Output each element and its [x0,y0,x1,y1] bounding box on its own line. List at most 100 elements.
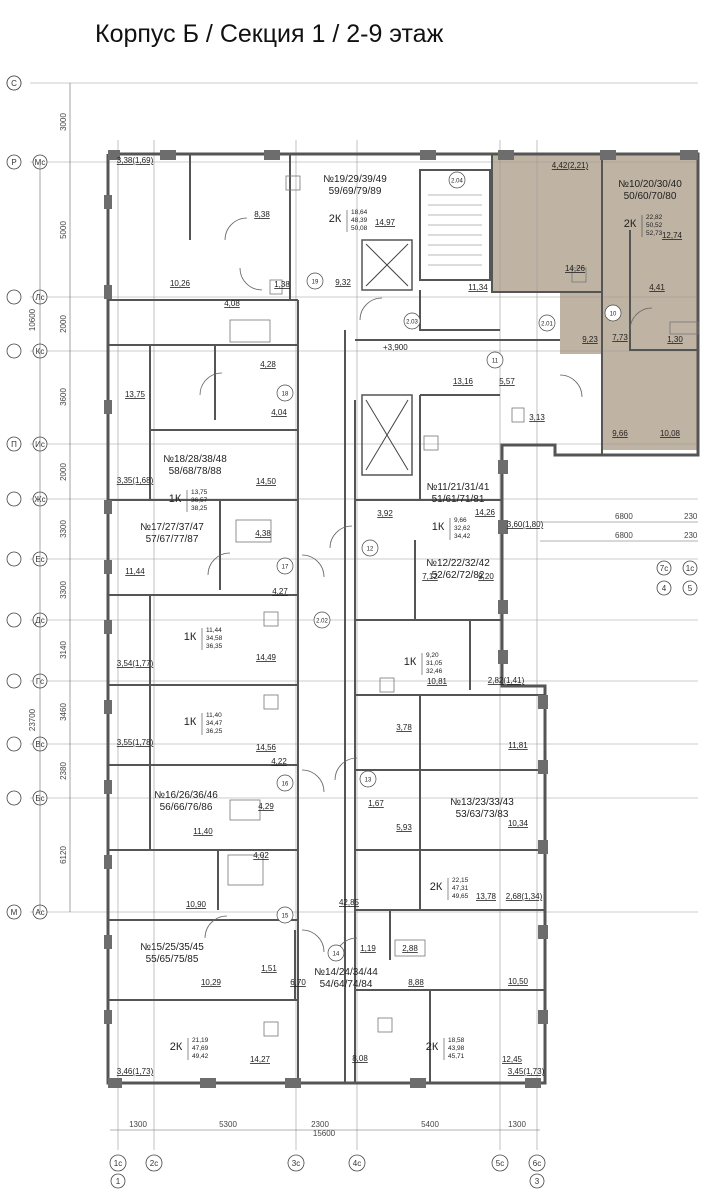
apartment-total-area: 47,69 [192,1045,209,1052]
apartment-number: №16/26/36/46 [154,790,218,801]
wall-block [410,1078,426,1088]
elevator-shafts [365,243,409,471]
apartment-number-line2: 55/65/75/85 [146,954,199,965]
dimension-value: 2000 [59,463,68,481]
room-area: 3,60(1,80) [507,520,544,529]
bottom-dimension-value: 1300 [508,1120,526,1129]
apartment-living-area: 18,58 [448,1037,465,1044]
room-tag-circle [361,539,379,557]
row-axis-label-alt: Р [11,158,16,167]
room-tag-label: 11 [492,359,499,365]
apartment-number: №18/28/38/48 [163,454,227,465]
apartment-living-area: 18,64 [351,209,368,216]
room-area: 7,73 [612,333,628,342]
room-tag-label: 16 [282,782,289,788]
right-dimension-value: 6800 [615,512,633,521]
apartment-living-area: 11,44 [206,627,222,634]
apartment-area-with-balcony: 49,42 [192,1053,209,1060]
apartment-area-with-balcony: 45,71 [448,1053,465,1060]
row-axis-marker [6,673,22,689]
row-axis-marker-alt [6,904,22,920]
room-area: 1,51 [261,964,277,973]
row-axis-marker [6,289,22,305]
apartment-total-area: 32,62 [454,525,471,532]
wall-block [498,520,508,534]
apartment-living-area: 11,40 [206,712,222,719]
room-area: 10,34 [508,819,529,828]
apartment-number: №11/21/31/41 [427,482,490,493]
apartment-area-with-balcony: 50,08 [351,225,368,232]
room-area: 14,49 [256,653,277,662]
room-area: 5,93 [396,823,412,832]
row-axis-marker [6,491,22,507]
room-area: 10,26 [170,279,191,288]
row-axis-marker-alt [6,436,22,452]
column-axis-label: 4с [353,1159,361,1168]
column-axis-label: 4 [662,584,667,593]
apartment-number: №15/25/35/45 [140,942,204,953]
room-area: 13,75 [125,390,146,399]
column-axis-label: 1с [114,1159,122,1168]
room-area: 10,08 [660,429,681,438]
row-axis-marker [6,75,22,91]
room-area: 4,29 [258,802,274,811]
total-dimension-value: 10600 [28,308,37,331]
room-area: 3,35(1,68) [117,476,154,485]
dimension-value: 3140 [59,641,68,659]
apartment-area-with-balcony: 36,25 [206,728,223,735]
room-area: 4,27 [272,587,288,596]
apartment-number-line2: 59/69/79/89 [329,186,382,197]
apartment-number: №13/23/33/43 [450,797,514,808]
wall-block [160,150,176,160]
room-area: 10,29 [201,978,222,987]
room-tag-label: 10 [610,312,617,318]
right-dimension-value: 6800 [615,531,633,540]
bottom-total-dimension: 15600 [313,1129,336,1138]
level-mark: +3,900 [383,343,408,352]
room-area: 5,57 [499,377,515,386]
room-area: 4,42(2,21) [552,161,589,170]
dimension-value: 3000 [59,113,68,131]
column-axis-label: 3с [292,1159,300,1168]
room-area: 6,70 [290,978,306,987]
column-axis-marker [109,1154,127,1172]
stair-treads [428,194,482,266]
dimension-value: 3600 [59,388,68,406]
bottom-dimension-value: 1300 [129,1120,147,1129]
room-area: 10,50 [508,977,529,986]
apartment-living-area: 13,75 [191,489,208,496]
apartment-total-area: 34,47 [206,720,223,727]
column-axis-marker [656,580,672,596]
row-axis-label-alt: П [11,440,17,449]
room-area: 1,19 [360,944,376,953]
row-axis-marker [6,343,22,359]
wall-block [104,500,112,514]
room-tag-label: 14 [333,952,340,958]
dimension-value: 3300 [59,581,68,599]
apartment-type: 1К [404,656,417,668]
room-tag-circle [604,304,622,322]
wall-column-blocks [104,150,698,1088]
wall-block [104,620,112,634]
wall-block [108,150,120,160]
column-axis-label: 7с [660,564,668,573]
room-area: 2,82(1,41) [488,676,525,685]
column-axis-marker [491,1154,509,1172]
room-area: 12,45 [502,1055,523,1064]
apartment-total-area: 34,58 [206,635,223,642]
apartment-number-line2: 56/66/76/86 [160,802,213,813]
room-area: 3,45(1,73) [508,1067,545,1076]
wall-block [104,855,112,869]
wall-block [108,1078,122,1088]
room-area: 2,68(1,34) [506,892,543,901]
room-area: 3,92 [377,509,393,518]
room-area: 10,90 [186,900,207,909]
dimension-value: 5000 [59,221,68,239]
wall-block [104,560,112,574]
apartment-number: №14/24/34/44 [314,967,378,978]
apartment-number: №10/20/30/40 [618,179,682,190]
dimension-value: 2380 [59,762,68,780]
room-area: 8,08 [352,1054,368,1063]
